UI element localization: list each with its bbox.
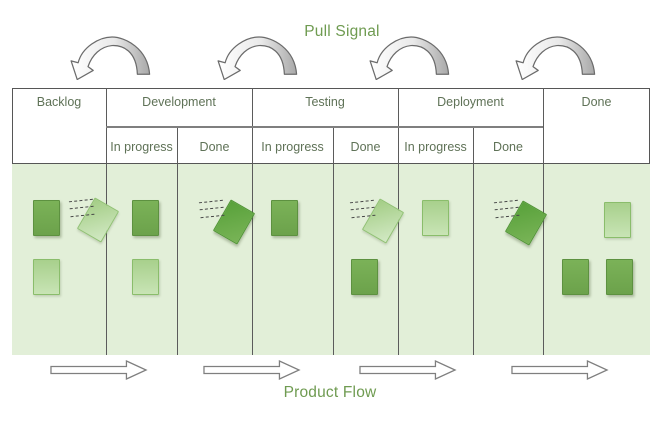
motion-dashes-icon bbox=[198, 199, 225, 225]
lane-divider bbox=[333, 127, 335, 355]
lane-divider bbox=[177, 127, 179, 355]
lane-header-test-inprogress: In progress bbox=[261, 140, 324, 154]
kanban-card bbox=[604, 202, 631, 238]
kanban-card bbox=[132, 259, 159, 295]
kanban-card bbox=[132, 200, 159, 236]
motion-dashes-icon bbox=[349, 199, 376, 225]
flow-arrow-icon bbox=[203, 360, 301, 380]
motion-dashes-icon bbox=[493, 199, 520, 225]
lane-header-deploy-done: Done bbox=[493, 140, 523, 154]
stage-header-done: Done bbox=[581, 95, 612, 109]
kanban-card bbox=[422, 200, 449, 236]
lane-header-dev-inprogress: In progress bbox=[110, 140, 173, 154]
flow-arrow-icon bbox=[359, 360, 457, 380]
flow-arrow-icon bbox=[50, 360, 148, 380]
lane-header-test-done: Done bbox=[350, 140, 381, 154]
pull-arrow-icon bbox=[515, 36, 596, 80]
kanban-card bbox=[606, 259, 633, 295]
kanban-card bbox=[562, 259, 589, 295]
pull-arrow-icon bbox=[217, 36, 298, 80]
stage-divider bbox=[543, 88, 545, 355]
pull-arrow-icon bbox=[70, 36, 151, 80]
product-flow-title: Product Flow bbox=[283, 384, 377, 401]
kanban-card bbox=[351, 259, 378, 295]
stage-header-testing: Testing bbox=[305, 95, 345, 109]
kanban-card bbox=[271, 200, 298, 236]
flow-arrow-icon bbox=[511, 360, 609, 380]
lane-header-dev-done: Done bbox=[199, 140, 230, 154]
lane-divider bbox=[473, 127, 475, 355]
stage-divider bbox=[252, 88, 254, 355]
kanban-card bbox=[33, 259, 60, 295]
stage-header-development: Development bbox=[142, 95, 216, 109]
lane-header-deploy-inprogress: In progress bbox=[404, 140, 467, 154]
board-body-background bbox=[12, 163, 650, 355]
kanban-card bbox=[33, 200, 60, 236]
stage-header-deployment: Deployment bbox=[437, 95, 504, 109]
pull-signal-title: Pull Signal bbox=[304, 23, 380, 40]
header-divider bbox=[106, 126, 543, 128]
pull-arrow-icon bbox=[369, 36, 450, 80]
motion-dashes-icon bbox=[68, 198, 95, 224]
stage-header-backlog: Backlog bbox=[36, 95, 82, 109]
